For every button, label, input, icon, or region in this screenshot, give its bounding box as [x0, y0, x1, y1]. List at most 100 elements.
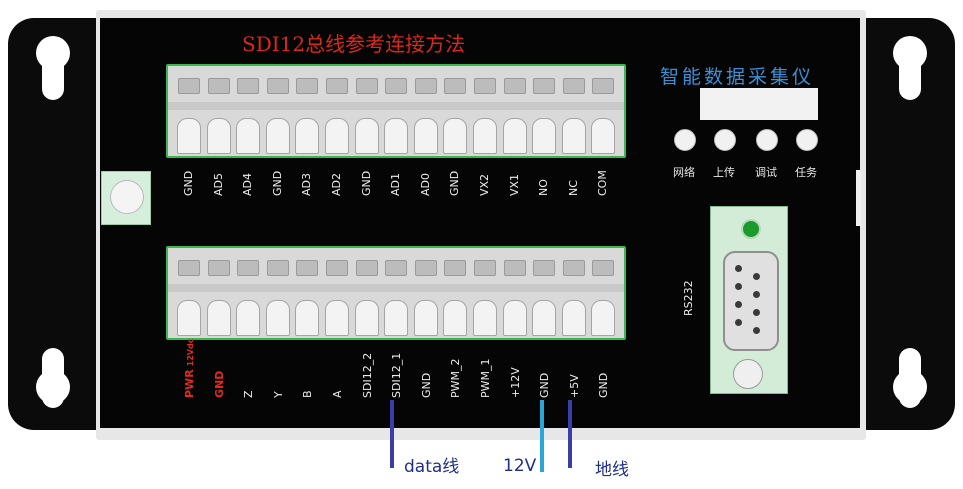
- bottom-terminal-label: +5V: [568, 374, 581, 398]
- bottom-terminal-label: Z: [242, 390, 255, 398]
- terminal-slot[interactable]: [381, 248, 409, 338]
- terminal-slot[interactable]: [500, 66, 528, 156]
- terminal-slot[interactable]: [263, 248, 291, 338]
- wire-entry-icon: [413, 300, 438, 336]
- terminal-slot[interactable]: [322, 248, 350, 338]
- terminal-lever-icon: [503, 260, 526, 276]
- terminal-lever-icon: [444, 78, 467, 94]
- bottom-terminal-label: +12V: [509, 367, 522, 398]
- terminal-slot[interactable]: [411, 66, 439, 156]
- terminal-lever-icon: [414, 78, 437, 94]
- terminal-slot[interactable]: [440, 248, 468, 338]
- connector-pin-icon: [735, 283, 742, 290]
- mounting-hole-icon: [893, 36, 927, 70]
- mounting-hole-icon: [36, 370, 70, 404]
- top-terminal-label: GND: [448, 170, 462, 196]
- terminal-slot[interactable]: [204, 66, 232, 156]
- top-terminal-label: AD5: [211, 173, 225, 196]
- bottom-terminal-label: PWM_1: [479, 359, 492, 399]
- terminal-lever-icon: [178, 260, 200, 276]
- wire-entry-icon: [236, 300, 261, 336]
- terminal-lever-icon: [237, 260, 260, 276]
- top-terminal-label: AD3: [300, 173, 314, 196]
- terminal-lever-icon: [533, 78, 556, 94]
- top-terminal-label: GND: [270, 170, 284, 196]
- bottom-terminal-label: GND: [597, 373, 610, 398]
- terminal-lever-icon: [474, 78, 496, 94]
- terminal-lever-icon: [266, 78, 289, 94]
- terminal-slot[interactable]: [440, 66, 468, 156]
- wire-entry-icon: [206, 118, 231, 154]
- panel-button-1[interactable]: [714, 129, 736, 151]
- terminal-slot[interactable]: [588, 66, 616, 156]
- terminal-slot[interactable]: [470, 66, 498, 156]
- bottom-terminal-label: PWM_2: [449, 359, 462, 399]
- terminal-slot[interactable]: [174, 248, 202, 338]
- terminal-slot[interactable]: [174, 66, 202, 156]
- wire-entry-icon: [354, 118, 379, 154]
- power-switch-knob[interactable]: [101, 171, 151, 225]
- wire-entry-icon: [591, 118, 616, 154]
- wire-entry-icon: [354, 300, 379, 336]
- wire-entry-icon: [443, 118, 468, 154]
- terminal-slot[interactable]: [381, 66, 409, 156]
- terminal-slot[interactable]: [470, 248, 498, 338]
- terminal-slot[interactable]: [322, 66, 350, 156]
- terminal-slot[interactable]: [529, 248, 557, 338]
- mounting-hole-icon: [36, 36, 70, 70]
- bottom-terminal-label: GND: [213, 371, 226, 398]
- rs232-port[interactable]: [710, 206, 788, 394]
- terminal-slot[interactable]: [263, 66, 291, 156]
- terminal-slot[interactable]: [529, 66, 557, 156]
- terminal-name: GND: [419, 372, 433, 398]
- wire-entry-icon: [384, 300, 409, 336]
- panel-button-2[interactable]: [756, 129, 778, 151]
- panel-button-0[interactable]: [674, 129, 696, 151]
- terminal-name: +5V: [567, 374, 581, 398]
- wire-entry-icon: [325, 118, 349, 154]
- terminal-slot[interactable]: [588, 248, 616, 338]
- wire-entry-icon: [295, 118, 320, 154]
- terminal-lever-icon: [414, 260, 437, 276]
- terminal-name: SDI12_2: [360, 352, 374, 398]
- display-screen: [700, 88, 818, 120]
- connector-pin-icon: [753, 309, 760, 316]
- bottom-terminal-label: GND: [420, 373, 433, 398]
- terminal-name: A: [331, 390, 344, 398]
- terminal-lever-icon: [207, 260, 230, 276]
- terminal-lever-icon: [326, 78, 348, 94]
- terminal-slot[interactable]: [352, 248, 380, 338]
- bottom-terminal-label: A: [331, 390, 344, 398]
- terminal-slot[interactable]: [233, 66, 261, 156]
- wire-entry-icon: [325, 300, 349, 336]
- terminal-slot[interactable]: [352, 66, 380, 156]
- top-terminal-label: COM: [596, 170, 610, 196]
- wire-entry-icon: [413, 118, 438, 154]
- terminal-slot[interactable]: [292, 248, 320, 338]
- terminal-lever-icon: [385, 260, 408, 276]
- terminal-slot[interactable]: [292, 66, 320, 156]
- rs232-label: RS232: [682, 280, 695, 316]
- wire-entry-icon: [532, 300, 557, 336]
- wire-entry-icon: [502, 118, 527, 154]
- panel-button-3[interactable]: [796, 129, 818, 151]
- left-mounting-bracket: [8, 18, 100, 430]
- terminal-strip: [168, 284, 624, 292]
- connector-pin-icon: [753, 327, 760, 334]
- terminal-lever-icon: [355, 260, 378, 276]
- terminal-lever-icon: [266, 260, 289, 276]
- terminal-name: PWM_1: [479, 358, 492, 399]
- terminal-slot[interactable]: [559, 66, 587, 156]
- terminal-slot[interactable]: [559, 248, 587, 338]
- power-wire-label: 12V: [503, 456, 537, 476]
- terminal-lever-icon: [296, 260, 319, 276]
- terminal-slot[interactable]: [233, 248, 261, 338]
- terminal-slot[interactable]: [204, 248, 232, 338]
- device-name: 智能数据采集仪: [660, 66, 815, 88]
- terminal-slot[interactable]: [500, 248, 528, 338]
- bottom-terminal-label: PWR12Vdc: [183, 339, 196, 398]
- terminal-lever-icon: [592, 260, 615, 276]
- wire-entry-icon: [295, 300, 320, 336]
- wire-entry-icon: [206, 300, 231, 336]
- terminal-slot[interactable]: [411, 248, 439, 338]
